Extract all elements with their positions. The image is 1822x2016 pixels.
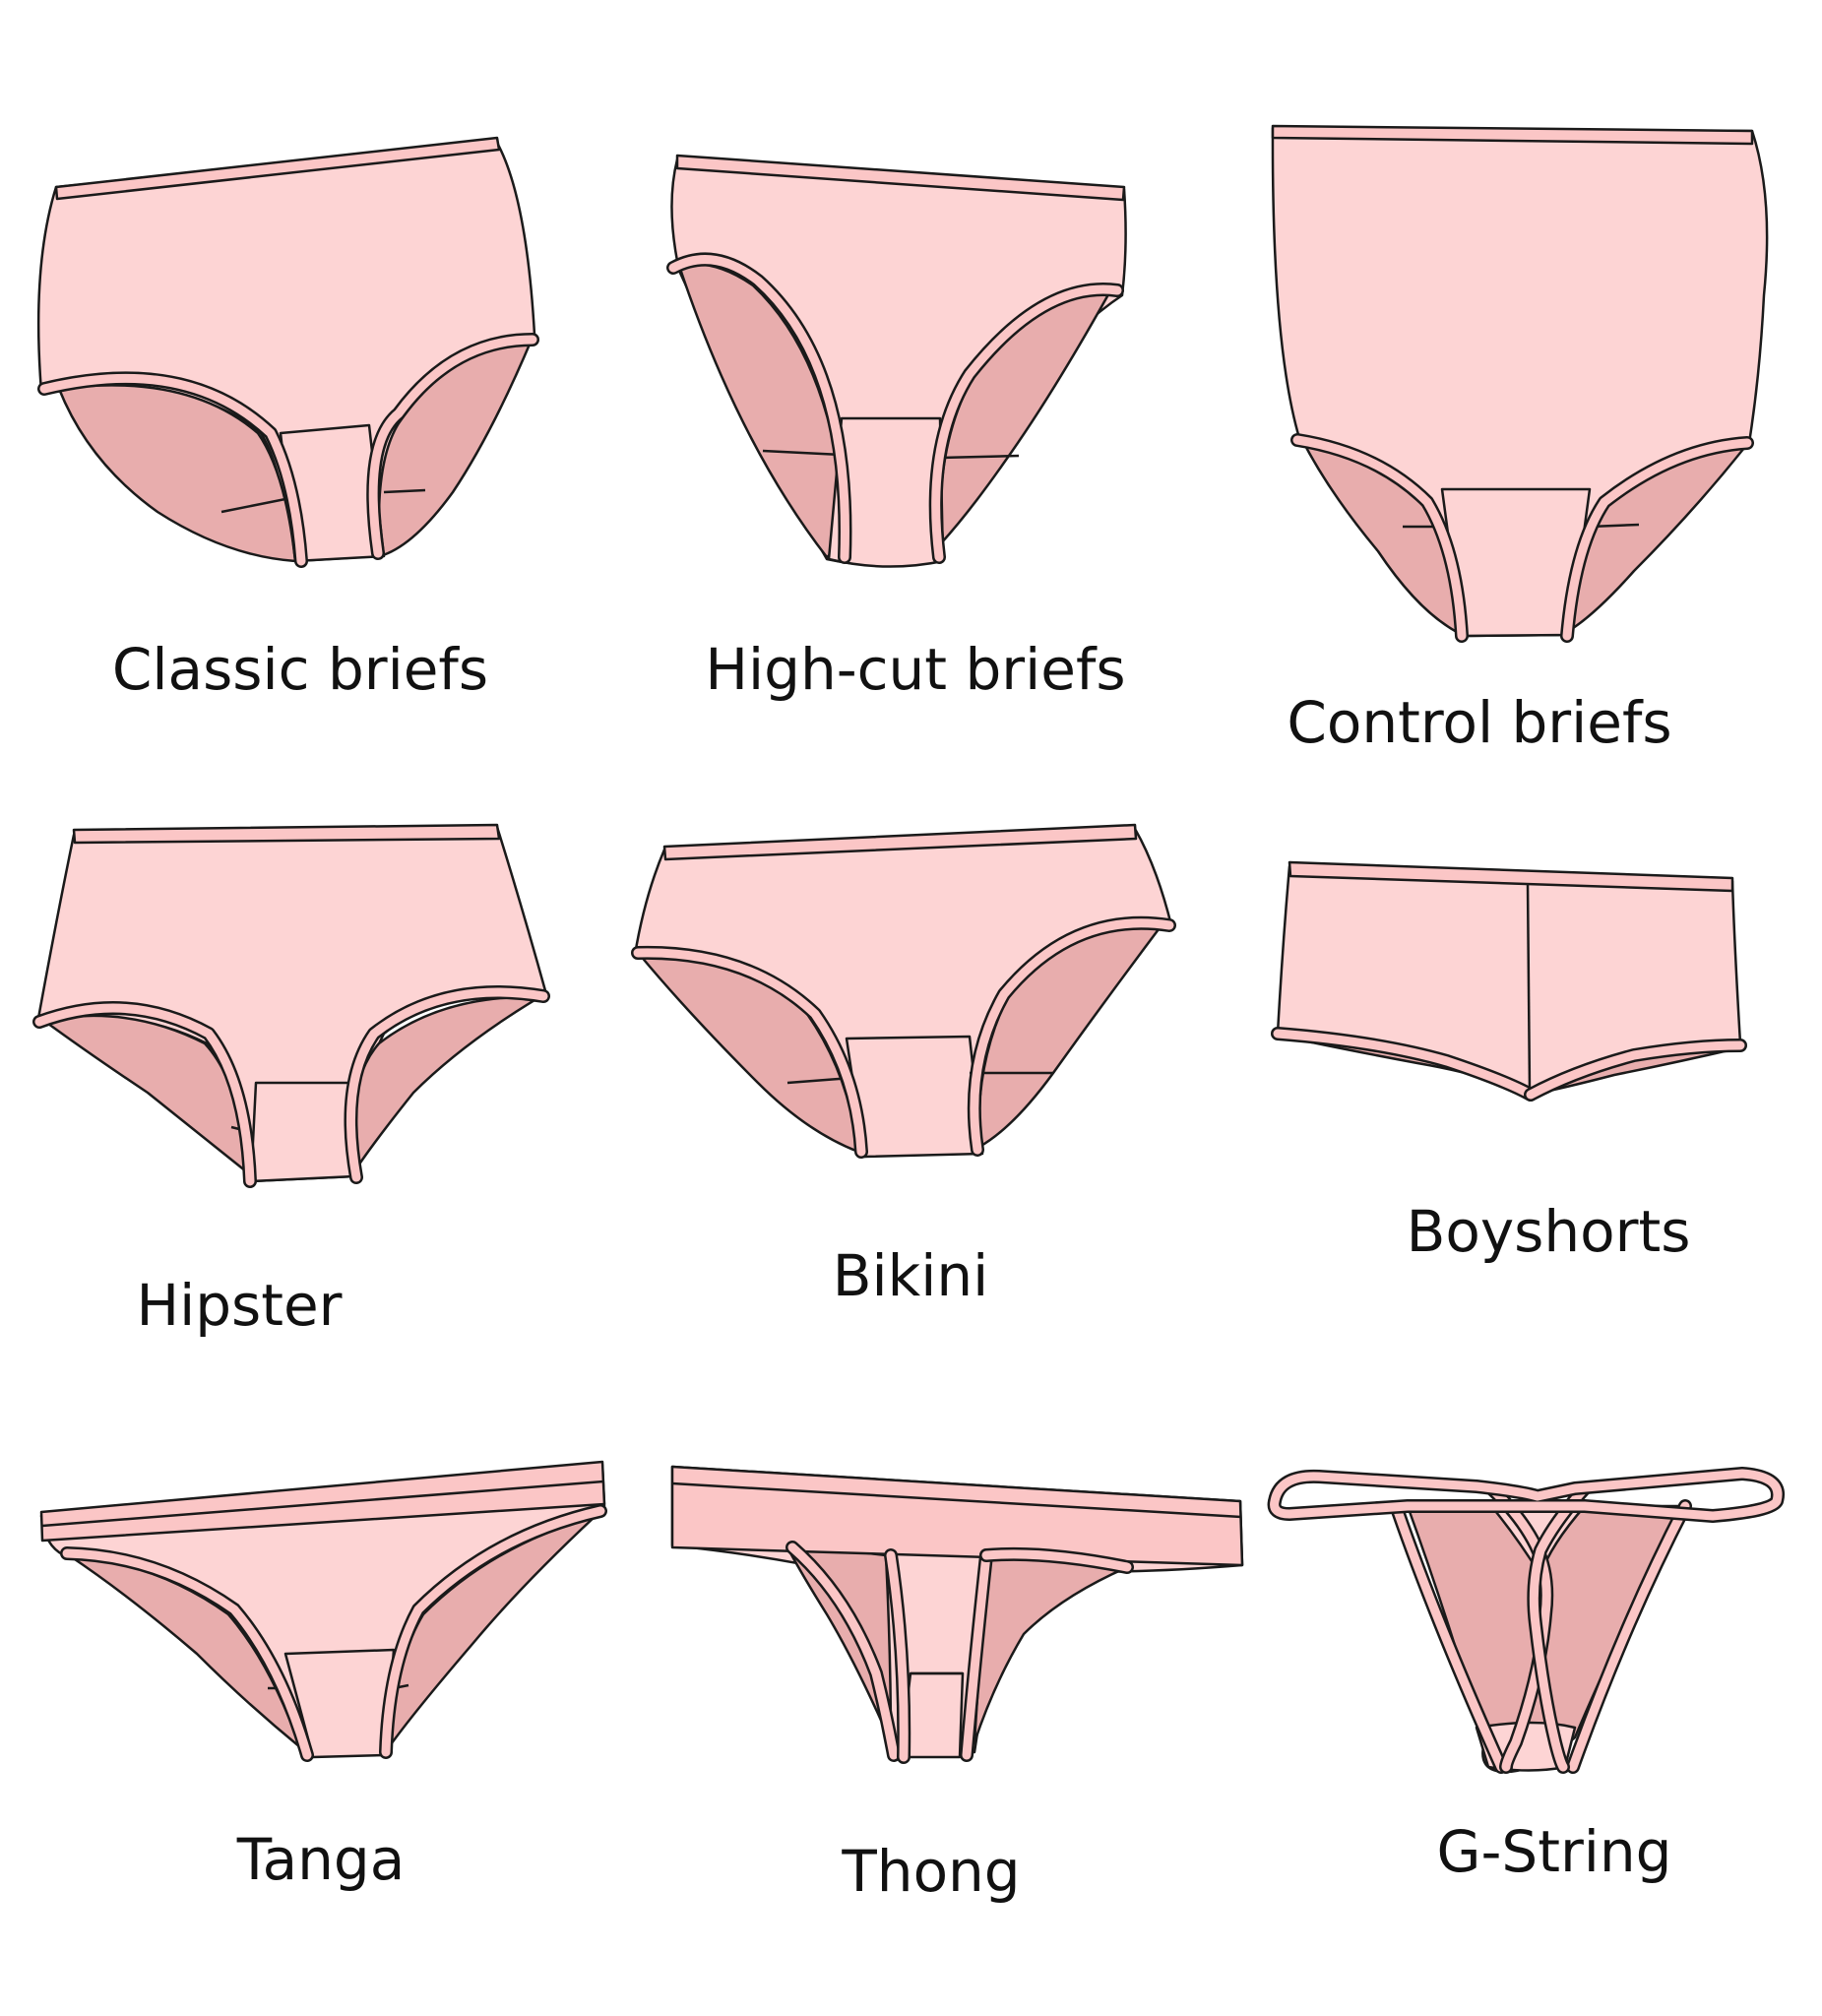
classic-briefs-illustration	[36, 136, 539, 568]
label-boyshorts: Boyshorts	[1406, 1198, 1691, 1265]
hipster-illustration	[32, 823, 550, 1188]
label-tanga: Tanga	[236, 1826, 406, 1893]
label-classic-briefs: Classic briefs	[111, 636, 489, 703]
label-hipster: Hipster	[136, 1272, 343, 1339]
boyshorts-illustration	[1271, 860, 1747, 1102]
high-cut-briefs-illustration	[666, 154, 1127, 568]
tanga-illustration	[39, 1460, 607, 1762]
thong-illustration	[670, 1465, 1244, 1764]
control-briefs-illustration	[1271, 124, 1769, 643]
label-thong: Thong	[842, 1838, 1021, 1905]
label-bikini: Bikini	[832, 1242, 989, 1309]
label-high-cut-briefs: High-cut briefs	[705, 636, 1126, 703]
g-string-illustration	[1267, 1467, 1785, 1774]
bikini-illustration	[631, 823, 1176, 1159]
label-g-string: G-String	[1436, 1818, 1672, 1885]
label-control-briefs: Control briefs	[1287, 689, 1672, 756]
